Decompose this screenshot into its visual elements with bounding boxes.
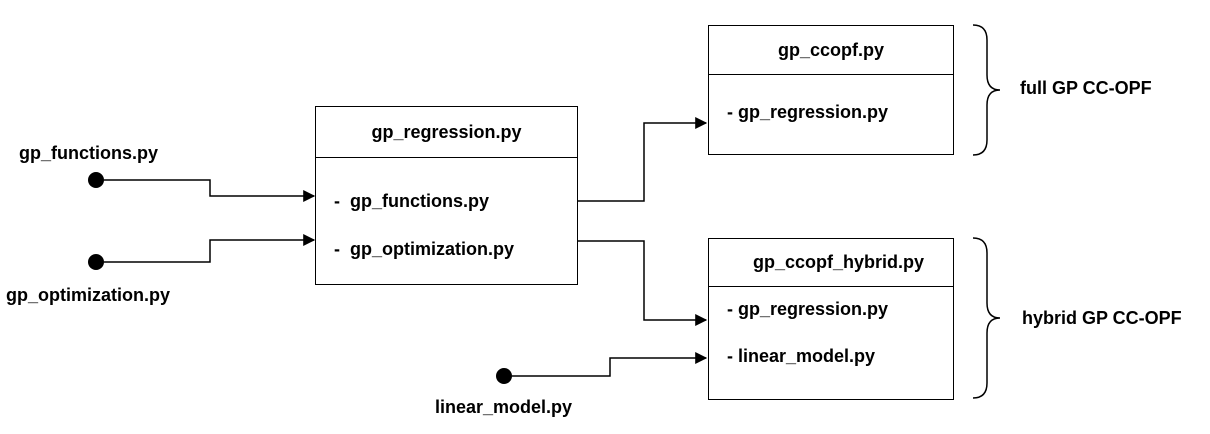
gp-regression-dependency-item: - gp_optimization.py <box>334 239 514 259</box>
gp-regression-module: gp_regression.py - gp_functions.py - gp_… <box>315 106 578 285</box>
gp-regression-to-gp-ccopf-hybrid-arrow <box>578 240 708 326</box>
gp-ccopf-dependency-item: - gp_regression.py <box>727 102 889 122</box>
full-group-brace <box>972 24 1001 156</box>
gp-regression-dependency-item: - gp_functions.py <box>334 191 489 211</box>
hybrid-group-brace <box>972 237 1001 399</box>
gp-ccopf-hybrid-dependency-item: - linear_model.py <box>727 346 876 366</box>
gp-optimization-input-dot <box>88 254 104 270</box>
gp-ccopf-hybrid-title: gp_ccopf_hybrid.py <box>709 239 953 287</box>
gp-optimization-to-gp-regression-arrow <box>104 234 316 263</box>
gp-ccopf-module: gp_ccopf.py - gp_regression.py <box>708 25 954 155</box>
gp-optimization-input-label: gp_optimization.py <box>6 285 170 305</box>
gp-functions-input-label: gp_functions.py <box>19 143 158 163</box>
gp-functions-to-gp-regression-arrow <box>104 179 316 202</box>
gp-regression-title: gp_regression.py <box>316 107 577 158</box>
hybrid-gp-ccopf-group-label: hybrid GP CC-OPF <box>1022 308 1182 328</box>
linear-model-input-label: linear_model.py <box>435 397 573 417</box>
linear-model-input-dot <box>496 368 512 384</box>
gp-ccopf-hybrid-module: gp_ccopf_hybrid.py - gp_regression.py - … <box>708 238 954 400</box>
linear-model-to-gp-ccopf-hybrid-arrow <box>512 352 708 377</box>
gp-regression-to-gp-ccopf-arrow <box>578 117 708 202</box>
gp-functions-input-dot <box>88 172 104 188</box>
gp-ccopf-title: gp_ccopf.py <box>709 26 953 75</box>
gp-ccopf-hybrid-dependency-item: - gp_regression.py <box>727 299 889 319</box>
full-gp-ccopf-group-label: full GP CC-OPF <box>1020 78 1152 98</box>
